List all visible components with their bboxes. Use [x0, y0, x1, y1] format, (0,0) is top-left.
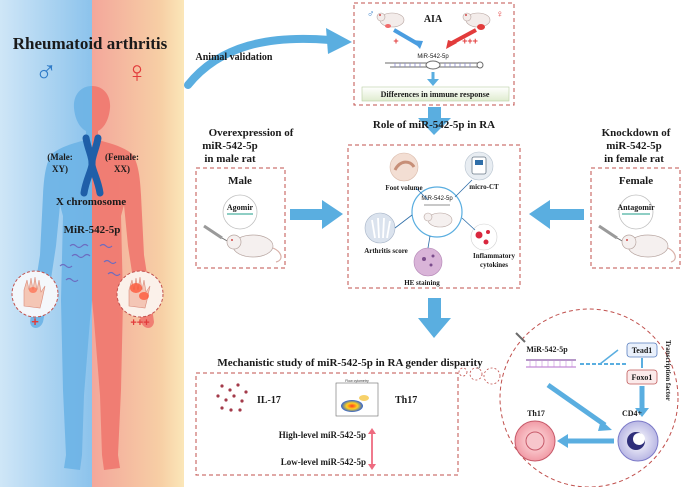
left-panel: Rheumatoid arthritis ♂ ♀ (Male: XY) (Fem…	[0, 0, 184, 487]
overexpression-title-2: miR-542-5p	[202, 140, 258, 152]
female-hand-inset	[116, 270, 164, 318]
center-to-mechanism-arrow	[428, 298, 441, 320]
male-rat-icon	[376, 12, 405, 28]
mechanism-title: Mechanistic study of miR-542-5p in RA ge…	[217, 357, 483, 369]
mirna-to-cd4-arrow	[546, 382, 607, 428]
agomir-label: Agomir	[227, 203, 254, 212]
knockdown-title-2: miR-542-5p	[606, 140, 662, 152]
pathway-cd4-label: CD4+	[622, 409, 643, 418]
foxo1-label: Foxo1	[632, 373, 653, 382]
male-genotype-label: (Male:	[47, 152, 72, 162]
cytokines-label-2: cytokines	[480, 261, 508, 269]
animal-validation-label: Animal validation	[196, 52, 273, 63]
rat-icon-female	[621, 234, 676, 263]
aia-box: ♂ ♀ AIA + +++ MiR-542-5p	[353, 2, 515, 106]
aia-female-arrow	[449, 28, 477, 46]
x-chromosome-icon	[80, 134, 104, 197]
male-symbol-icon: ♂	[35, 56, 58, 89]
male-genotype-value: XY)	[52, 164, 68, 174]
female-genotype-label: (Female:	[105, 152, 139, 162]
center-box: Foot volume micro-CT MiR-542-5p Arthriti…	[347, 144, 521, 289]
aia-title: AIA	[424, 14, 443, 25]
tead1-box	[626, 342, 658, 358]
knockdown-title-3: in female rat	[604, 153, 664, 165]
aia-male-symbol-icon: ♂	[367, 9, 375, 20]
center-mirna-label: MiR-542-5p	[421, 196, 453, 202]
aia-female-symbol-icon: ♀	[496, 9, 504, 20]
chromosome-label: X chromosome	[56, 196, 126, 208]
overexpression-title-3: in male rat	[204, 153, 256, 165]
female-to-center-arrow	[548, 209, 584, 220]
cytokines-label-1: Inflammatory	[473, 252, 515, 260]
he-staining-label: HE staining	[404, 279, 440, 287]
cytokines-icon	[470, 223, 498, 251]
arthritis-score-icon	[364, 212, 396, 244]
knockdown-title-1: Knockdown of	[602, 127, 671, 139]
aia-mirna-label: MiR-542-5p	[417, 54, 449, 60]
aia-to-role-arrow	[428, 107, 441, 121]
antagomir-magnifier	[618, 194, 654, 230]
mirna-hairpin-icon	[385, 60, 484, 70]
male-rat-box: Male Agomir	[195, 167, 286, 269]
female-level-indicator: +++	[130, 317, 149, 329]
agomir-magnifier	[222, 194, 258, 230]
foot-volume-icon	[389, 152, 419, 182]
aia-female-level: +++	[462, 36, 478, 46]
male-box-label: Male	[228, 175, 252, 187]
transcription-factor-label: Transcription factor	[664, 340, 672, 401]
animal-validation-arrowhead	[326, 28, 352, 54]
flow-plot-title: Flow cytometry	[345, 379, 369, 383]
male-hand-inset	[11, 270, 59, 318]
left-mirna-label: MiR-542-5p	[64, 224, 121, 236]
central-rat-circle	[411, 186, 463, 238]
male-level-indicator: +	[31, 314, 39, 329]
overexpression-title-1: Overexpression of	[209, 127, 294, 139]
arthritis-score-label: Arthritis score	[364, 247, 408, 255]
female-genotype-value: XX)	[114, 164, 130, 174]
mechanism-box: IL-17 Flow cytometry Th17 High-level miR…	[195, 372, 459, 476]
mirna-strand-icon	[526, 359, 576, 368]
human-silhouette-icon	[30, 86, 154, 470]
high-level-label: High-level miR-542-5p	[279, 430, 366, 440]
mirna-molecules-icon	[59, 243, 121, 283]
micro-ct-label: micro-CT	[469, 183, 499, 191]
small-syringe-icon	[515, 332, 526, 343]
foxo1-box	[626, 369, 658, 385]
he-staining-icon	[413, 247, 443, 277]
female-rat-icon	[462, 12, 491, 30]
low-level-label: Low-level miR-542-5p	[281, 457, 366, 467]
male-to-center-arrow	[290, 209, 325, 220]
animal-validation-arrow	[184, 34, 334, 89]
female-box-label: Female	[619, 175, 653, 187]
th17-label: Th17	[395, 395, 417, 406]
il17-dots-icon	[216, 383, 248, 412]
rat-icon	[226, 234, 282, 263]
flow-cytometry-plot: Flow cytometry	[335, 379, 379, 417]
panel-title: Rheumatoid arthritis	[13, 34, 168, 53]
female-rat-box: Female Antagomir	[590, 167, 681, 269]
tead1-label: Tead1	[632, 346, 653, 355]
aia-result-text: Differences in immune response	[381, 90, 490, 99]
pathway-th17-label: Th17	[527, 409, 545, 418]
il17-label: IL-17	[257, 395, 281, 406]
antagomir-label: Antagomir	[617, 203, 655, 212]
aia-result-band	[361, 86, 510, 102]
aia-male-level: +	[393, 36, 398, 46]
female-symbol-icon: ♀	[126, 56, 149, 89]
role-title: Role of miR-542-5p in RA	[373, 119, 495, 131]
foot-volume-label: Foot volume	[385, 184, 422, 192]
bubble-connectors	[458, 367, 501, 385]
pathway-circle: MiR-542-5p Tead1 Foxo1 Transcription fac…	[499, 308, 679, 487]
pathway-mirna-label: MiR-542-5p	[526, 345, 568, 354]
